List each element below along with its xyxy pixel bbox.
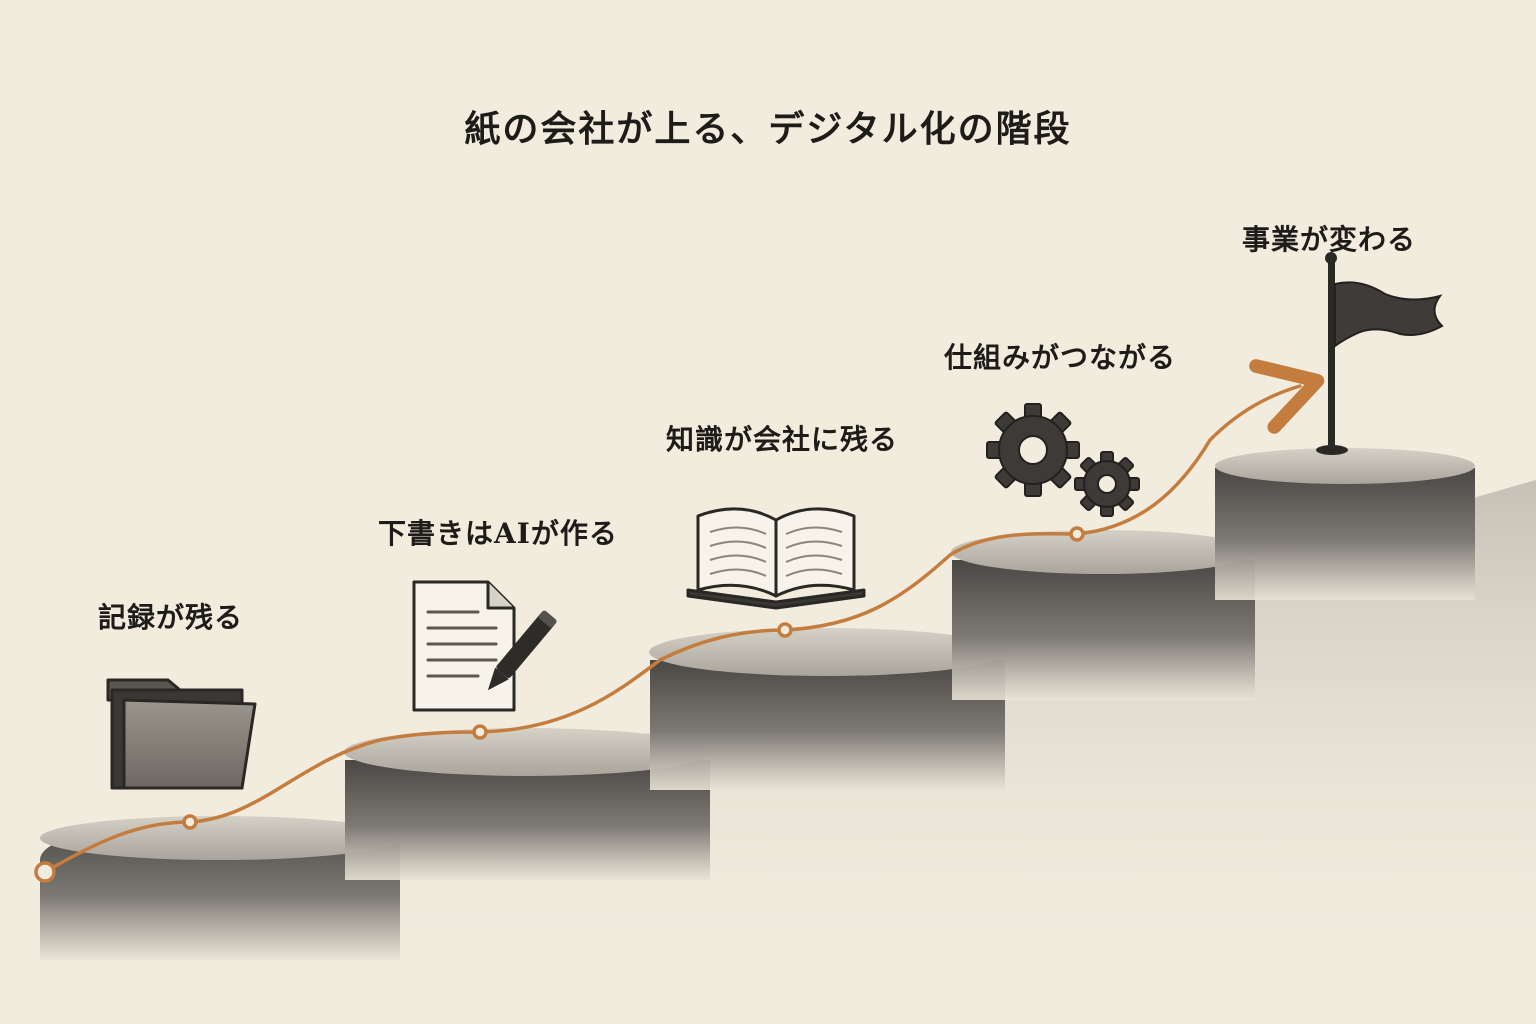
open-book-icon xyxy=(686,507,866,610)
page-title: 紙の会社が上る、デジタル化の階段 xyxy=(464,108,1072,150)
path-node-4 xyxy=(1069,526,1085,542)
stair-step-1 xyxy=(40,816,400,960)
step-label-4: 仕組みがつながる xyxy=(944,341,1177,374)
stair-step-2 xyxy=(344,728,710,880)
stair-step-3 xyxy=(649,628,1005,790)
progress-path xyxy=(43,359,1325,874)
stair-step-5 xyxy=(1215,448,1475,600)
gears-icon xyxy=(986,403,1140,517)
folder-icon xyxy=(106,678,257,790)
path-node-2 xyxy=(472,724,488,740)
document-pen-icon xyxy=(412,580,557,712)
path-node-start xyxy=(34,861,56,883)
step-label-1: 記録が残る xyxy=(98,601,244,634)
stair-step-4 xyxy=(951,530,1255,700)
path-node-1 xyxy=(182,814,198,830)
step-label-3: 知識が会社に残る xyxy=(666,423,899,456)
flag-icon xyxy=(1316,252,1444,455)
step-label-2: 下書きはAIが作る xyxy=(378,517,618,550)
step-label-5: 事業が変わる xyxy=(1242,223,1417,256)
path-node-3 xyxy=(777,622,793,638)
